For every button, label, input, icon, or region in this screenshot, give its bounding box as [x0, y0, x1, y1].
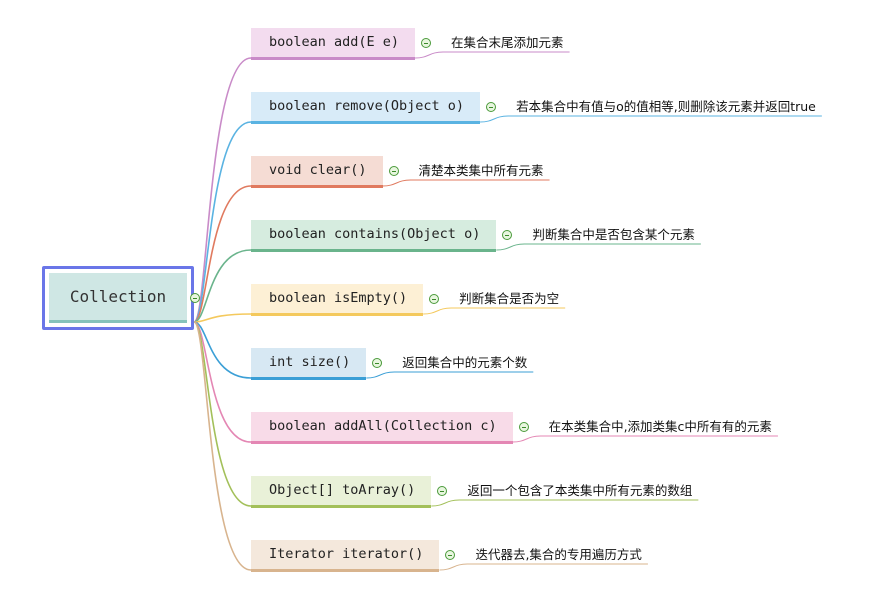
leaf-connector	[415, 51, 570, 59]
leaf-connector	[382, 179, 550, 187]
leaf-connector	[431, 499, 699, 507]
branch-node[interactable]: Iterator iterator()	[251, 540, 440, 572]
leaf-connector	[366, 371, 534, 379]
branch-node[interactable]: int size()	[251, 348, 367, 380]
branch-description: 返回一个包含了本类集中所有元素的数组	[467, 483, 693, 498]
branch-node[interactable]: boolean isEmpty()	[251, 284, 424, 316]
branch-description: 迭代器去,集合的专用遍历方式	[475, 547, 642, 562]
collapse-icon[interactable]	[372, 358, 383, 368]
branch-connector	[193, 57, 252, 323]
branch-connector	[193, 321, 252, 507]
branch-connector	[193, 313, 252, 323]
collapse-icon[interactable]	[190, 293, 200, 303]
branch-connector	[193, 321, 252, 443]
collapse-icon[interactable]	[518, 422, 529, 432]
collapse-icon[interactable]	[445, 550, 456, 560]
branch-description: 在集合末尾添加元素	[451, 35, 564, 50]
branch-description: 若本集合中有值与o的值相等,则删除该元素并返回true	[516, 99, 816, 114]
branch-node[interactable]: Object[] toArray()	[251, 476, 432, 508]
leaf-connector	[439, 563, 648, 571]
leaf-connector	[480, 115, 822, 123]
leaf-connector	[496, 243, 701, 251]
leaf-connector	[512, 435, 778, 443]
branch-description: 判断集合中是否包含某个元素	[532, 227, 695, 242]
collapse-icon[interactable]	[429, 294, 440, 304]
branch-description: 在本类集合中,添加类集c中所有有的元素	[548, 419, 772, 434]
collapse-icon[interactable]	[502, 230, 513, 240]
branch-connector	[193, 321, 252, 571]
branch-node[interactable]: boolean add(E e)	[251, 28, 416, 60]
collapse-icon[interactable]	[421, 38, 432, 48]
root-node-label: Collection	[49, 273, 187, 323]
branch-description: 判断集合是否为空	[459, 291, 560, 306]
branch-node[interactable]: boolean addAll(Collection c)	[251, 412, 513, 444]
branch-connector	[193, 249, 252, 323]
branch-node[interactable]: void clear()	[251, 156, 383, 188]
leaf-connector	[423, 307, 566, 315]
branch-connector	[193, 121, 252, 323]
branch-description: 返回集合中的元素个数	[402, 355, 528, 370]
branch-node[interactable]: boolean contains(Object o)	[251, 220, 497, 252]
collapse-icon[interactable]	[486, 102, 497, 112]
collapse-icon[interactable]	[388, 166, 399, 176]
collapse-icon[interactable]	[437, 486, 448, 496]
branch-connector	[193, 185, 252, 323]
root-node[interactable]: Collection	[42, 266, 194, 330]
branch-connector	[193, 321, 252, 379]
branch-node[interactable]: boolean remove(Object o)	[251, 92, 481, 124]
branch-description: 清楚本类集中所有元素	[418, 163, 544, 178]
